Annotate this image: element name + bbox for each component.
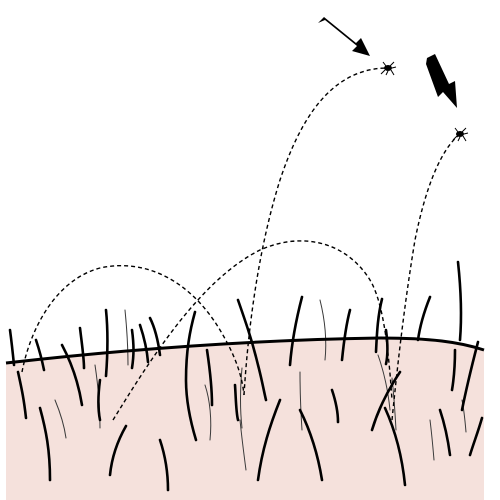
- flea-legs: [380, 61, 397, 76]
- hair: [298, 408, 324, 482]
- hair: [384, 328, 389, 366]
- thin-hair: [239, 419, 247, 471]
- thin-hair: [54, 399, 67, 439]
- hair: [108, 424, 128, 477]
- hair: [383, 406, 407, 487]
- hair: [184, 310, 198, 442]
- flea-group: [380, 61, 469, 142]
- hair: [340, 308, 352, 362]
- thin-hair: [204, 384, 212, 441]
- hair: [8, 328, 16, 367]
- thin-hair: [377, 354, 391, 411]
- jump-path-2: [112, 240, 393, 421]
- hair: [138, 323, 150, 364]
- thin-hair: [429, 419, 435, 461]
- arrow-group: [318, 17, 457, 108]
- flea-body: [384, 65, 392, 71]
- thin-hair: [124, 309, 129, 366]
- hair: [148, 316, 162, 357]
- flea-icon: [380, 61, 397, 76]
- skin-fill: [6, 338, 484, 500]
- hair: [256, 398, 282, 482]
- hair: [288, 295, 304, 367]
- hair: [38, 406, 52, 482]
- flea-body: [456, 131, 464, 137]
- hair: [60, 343, 84, 407]
- jump-path-group: [21, 67, 461, 421]
- thin-hair: [240, 367, 243, 429]
- hair: [330, 388, 340, 424]
- hair: [104, 308, 109, 378]
- hair: [34, 338, 46, 372]
- hair: [97, 378, 102, 422]
- thin-hair: [299, 371, 303, 431]
- arrow-icon: [426, 54, 457, 108]
- thin-hair: [319, 299, 327, 361]
- arrow-shape: [426, 54, 457, 108]
- arrow-shape: [318, 17, 370, 56]
- flea-icon: [452, 127, 469, 142]
- skin-surface-line: [5, 336, 485, 365]
- hair: [374, 297, 384, 354]
- thick-hair-group: [8, 260, 484, 492]
- hair: [416, 295, 432, 342]
- skin-layer: [6, 338, 484, 500]
- hair: [158, 438, 170, 492]
- jump-path-3: [243, 67, 386, 396]
- jump-path-4: [391, 133, 461, 421]
- hair: [78, 326, 86, 370]
- hair: [16, 370, 28, 420]
- hair: [205, 348, 214, 407]
- hair: [233, 383, 240, 422]
- hair: [456, 260, 463, 342]
- hair: [468, 416, 484, 457]
- hair: [450, 348, 457, 392]
- arrow-icon: [318, 17, 370, 56]
- flea-legs: [452, 127, 469, 142]
- hair: [438, 408, 452, 457]
- hair: [236, 298, 268, 402]
- jump-path-1: [21, 264, 245, 396]
